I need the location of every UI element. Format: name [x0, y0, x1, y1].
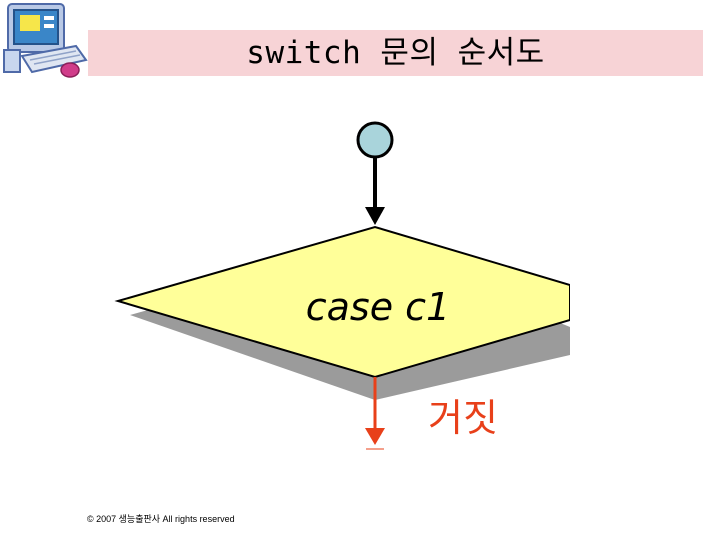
title-bar: switch 문의 순서도: [88, 30, 703, 76]
start-node: [356, 121, 394, 159]
footer-copyright: © 2007 생능출판사 All rights reserved: [87, 514, 235, 524]
decision-diamond: [114, 225, 570, 379]
decision-label: case c1: [306, 285, 451, 329]
false-label: 거짓: [428, 396, 498, 440]
page-title: switch 문의 순서도: [246, 35, 545, 71]
flow-arrowhead-start: [365, 207, 385, 225]
flowchart-diagram: case c1 거짓: [114, 121, 570, 450]
false-arrowhead: [365, 428, 385, 445]
computer-logo-icon: [3, 3, 88, 78]
